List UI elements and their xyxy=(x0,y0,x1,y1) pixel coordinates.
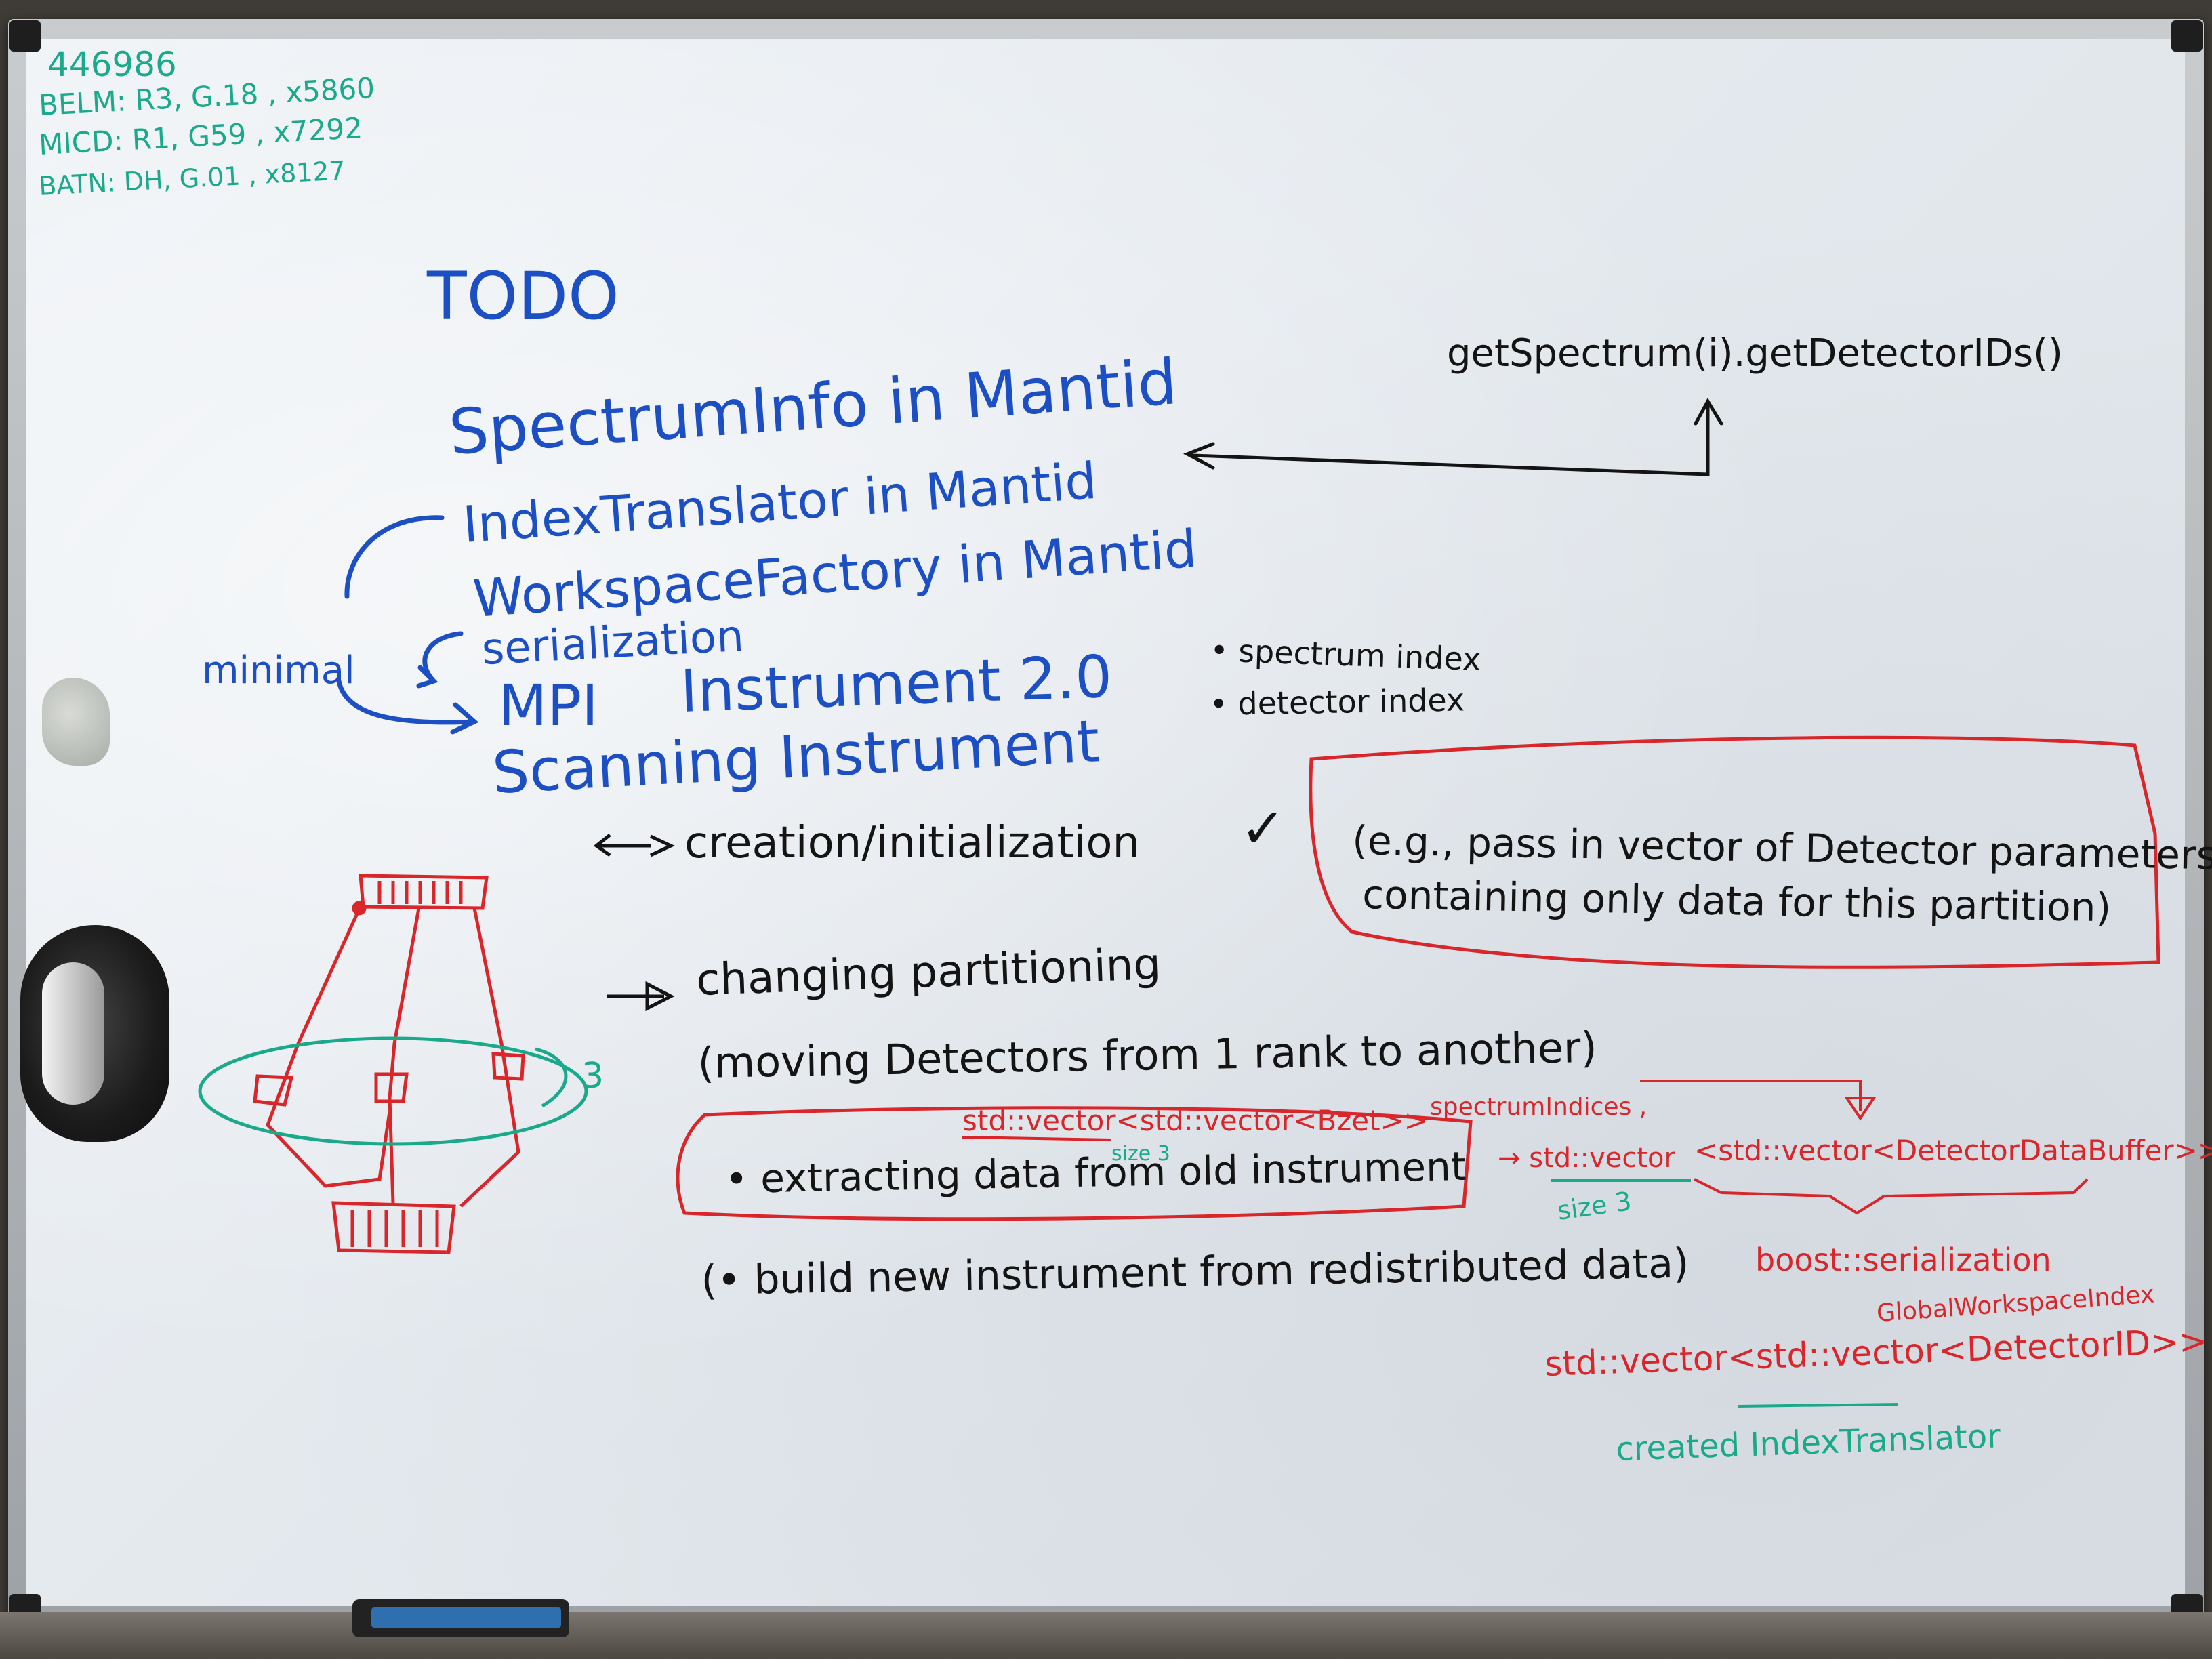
todo-item-mpi: MPI xyxy=(498,672,598,739)
whiteboard-surface xyxy=(26,39,2185,1606)
marker-label xyxy=(371,1607,561,1628)
index-notes: • spectrum index • detector index xyxy=(1209,632,1481,722)
rank-ellipse-block: 3 xyxy=(198,1036,604,1146)
eraser-grip xyxy=(42,962,104,1105)
phone-extensions-block: 446986 BELM: R3, G.18 , x5860 MICD: R1, … xyxy=(38,45,375,201)
creation-check: ✓ xyxy=(1240,797,1286,860)
partitioning-subtitle: (moving Detectors from 1 rank to another… xyxy=(697,1023,1597,1088)
arrow-size: size 3 xyxy=(1555,1186,1633,1226)
minimal-bracket xyxy=(336,515,479,735)
created-indextranslator: created IndexTranslator xyxy=(1615,1417,2001,1469)
boost-serialization: boost::serialization xyxy=(1755,1242,2051,1278)
note-detector-index: • detector index xyxy=(1209,681,1465,722)
todo-item-spectruminfo: SpectrumInfo in Mantid xyxy=(447,346,1179,469)
extracting-bullet: • extracting data from old instrument xyxy=(724,1143,1467,1202)
creation-note-line-2: containing only data for this partition) xyxy=(1362,872,2112,930)
detector-vector: std::vector<std::vector<DetectorID>> xyxy=(1544,1322,2207,1384)
vector-size: size 3 xyxy=(1111,1142,1170,1166)
extension-line-1: 446986 xyxy=(47,45,177,84)
buffer-type: <std::vector<DetectorDataBuffer>> xyxy=(1694,1134,2212,1167)
partition-diagram xyxy=(253,874,525,1254)
arrow-vector: → std::vector xyxy=(1498,1143,1676,1174)
rank-count: 3 xyxy=(581,1056,604,1097)
frame-corner-top-left xyxy=(9,20,41,52)
build-new-instrument: (• build new instrument from redistribut… xyxy=(701,1240,1689,1305)
adhesive-putty xyxy=(42,678,110,766)
global-workspace-index: GlobalWorkspaceIndex xyxy=(1876,1280,2156,1328)
minimal-label: minimal xyxy=(202,649,355,693)
creation-label: creation/initialization xyxy=(684,818,1140,868)
rank-ellipse xyxy=(198,1036,588,1146)
frame-corner-top-right xyxy=(2171,20,2203,52)
todo-block: TODO SpectrumInfo in Mantid IndexTransla… xyxy=(202,258,1199,807)
extension-line-4: BATN: DH, G.01 , x8127 xyxy=(38,155,346,201)
code-note-block: getSpectrum(i).getDetectorIDs() xyxy=(1183,331,2063,476)
todo-heading: TODO xyxy=(426,258,619,334)
todo-item-instrument-2: Instrument 2.0 xyxy=(679,643,1113,726)
partitioning-block: changing partitioning (moving Detectors … xyxy=(607,939,2212,1469)
note-spectrum-index: • spectrum index xyxy=(1210,632,1482,678)
creation-note-line-1: (e.g., pass in vector of Detector parame… xyxy=(1352,817,2212,879)
vector-type: std::vector<std::vector<Bzet>> xyxy=(962,1104,1428,1137)
vector-name: spectrumIndices , xyxy=(1430,1093,1647,1121)
code-note: getSpectrum(i).getDetectorIDs() xyxy=(1447,331,2063,375)
partitioning-label: changing partitioning xyxy=(695,939,1162,1006)
